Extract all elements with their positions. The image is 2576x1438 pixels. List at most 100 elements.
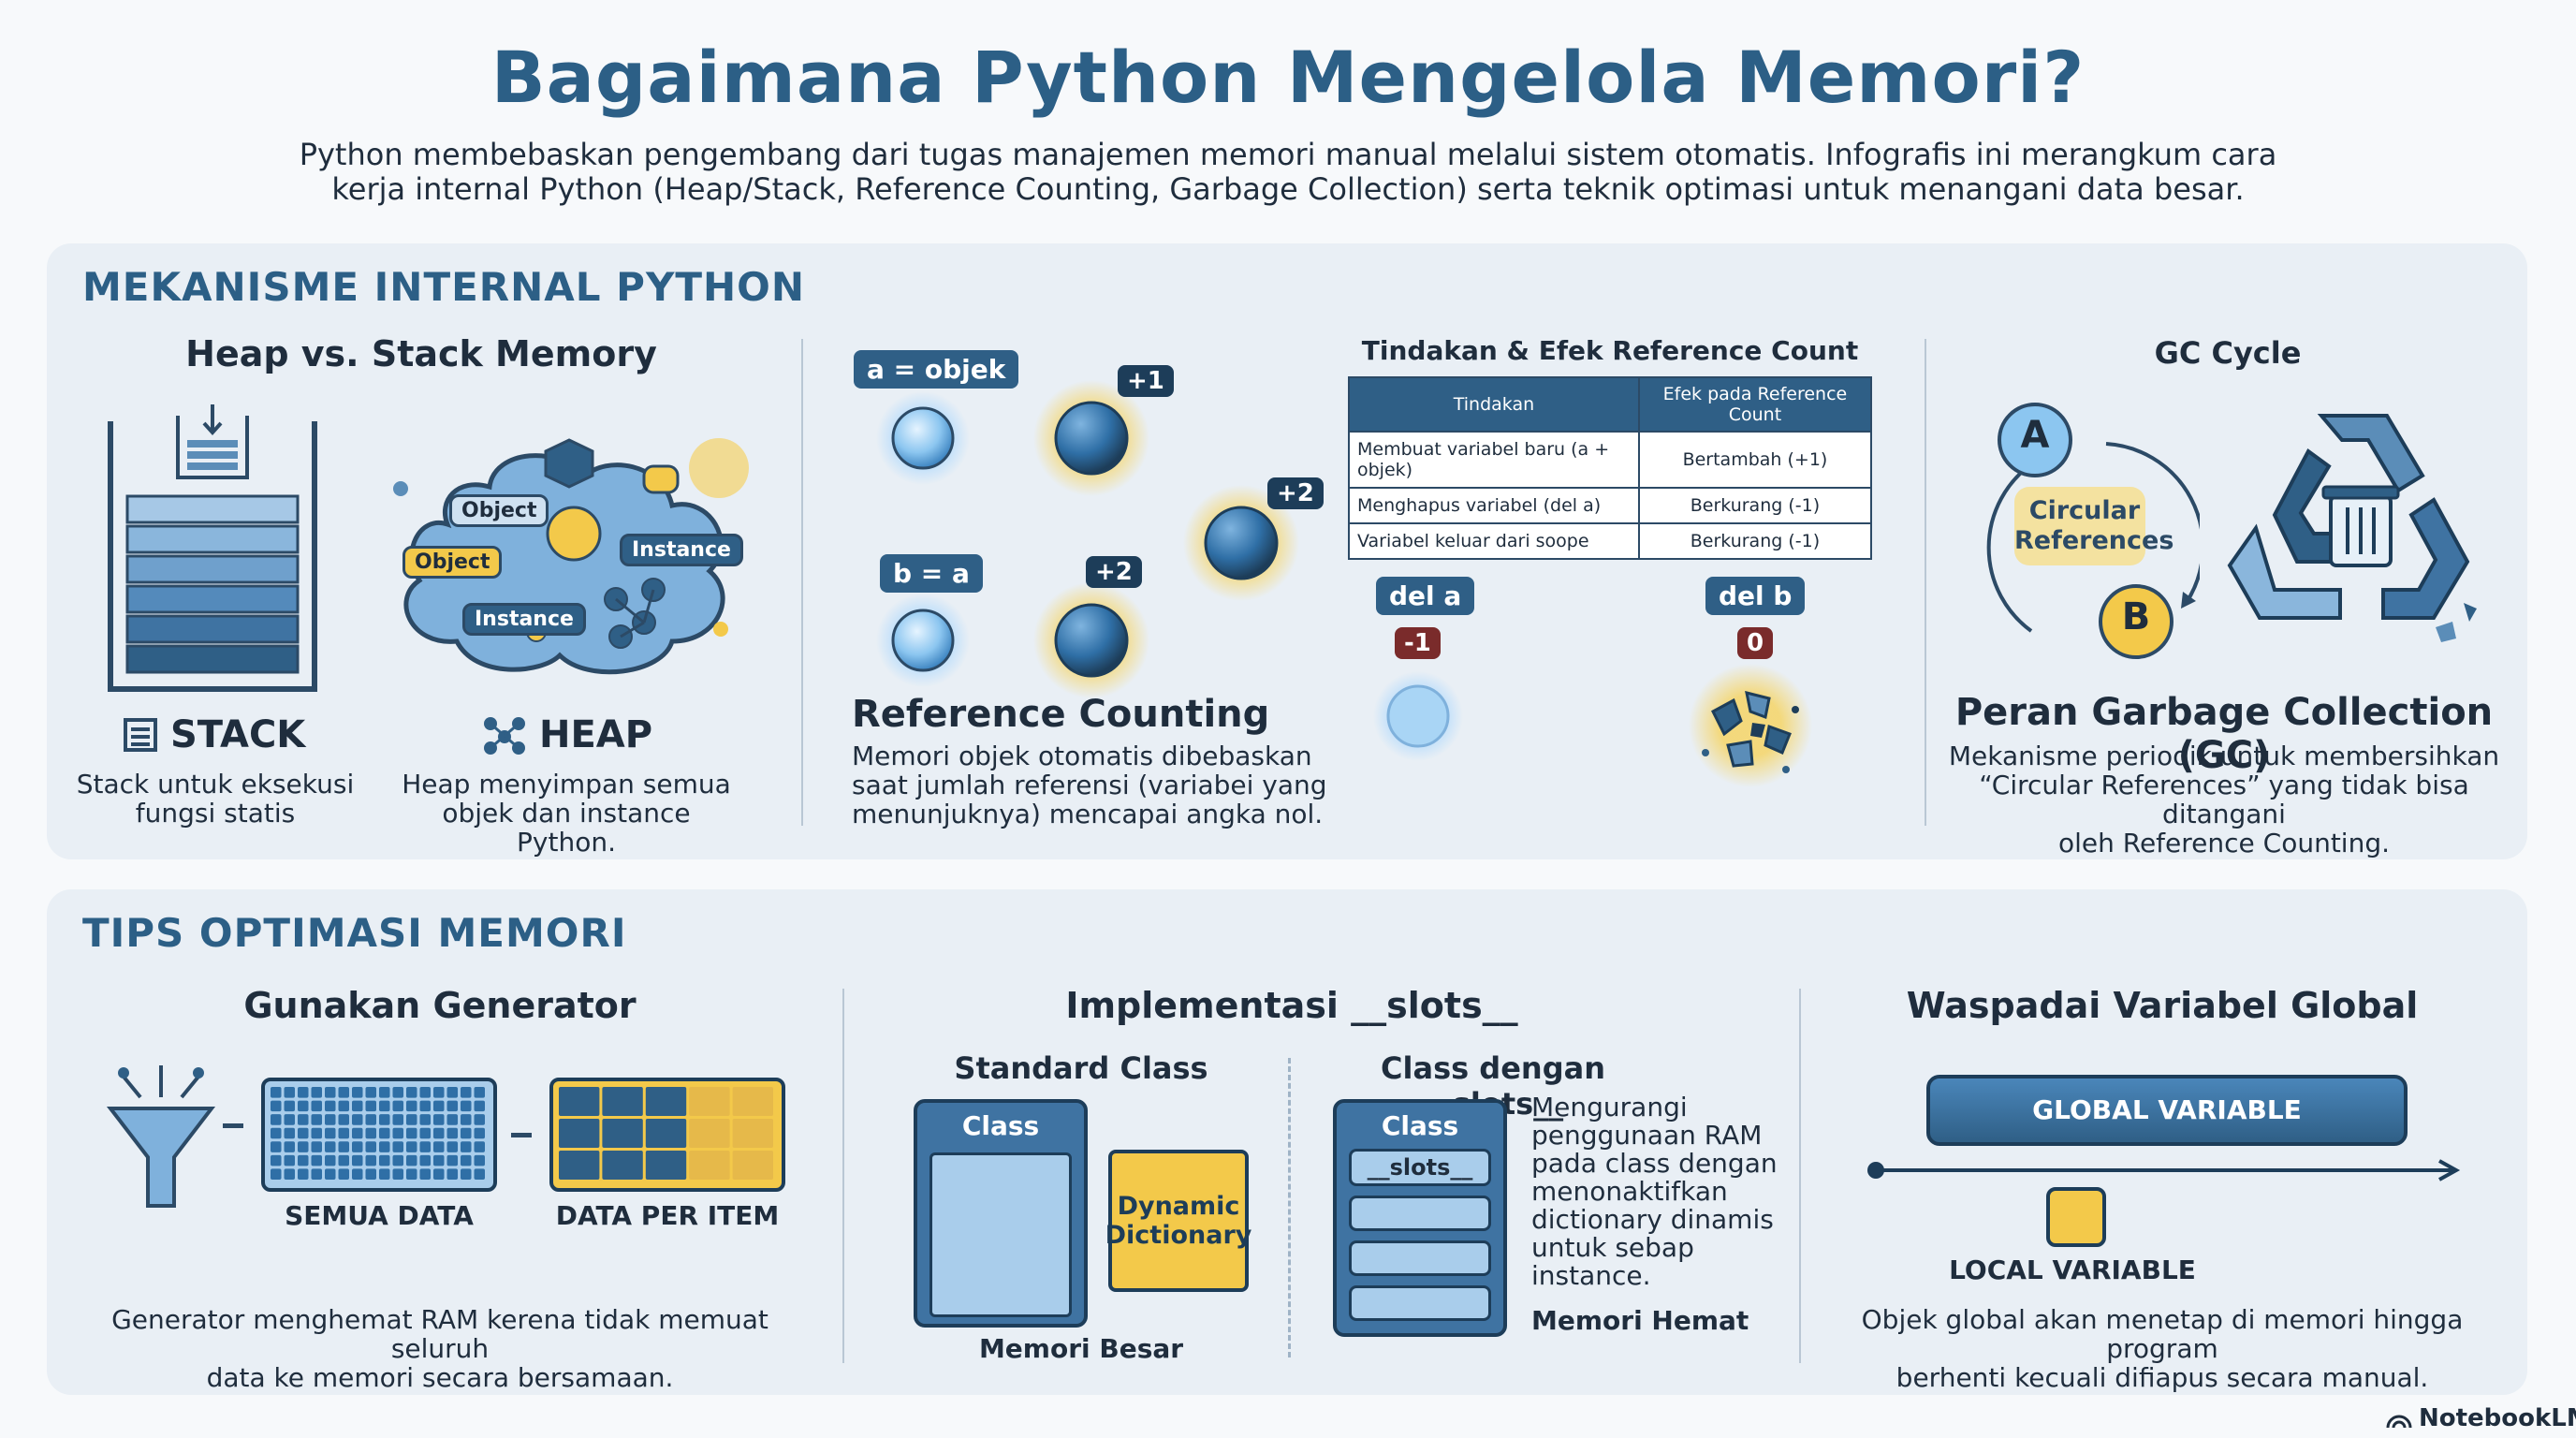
network-icon	[484, 717, 525, 755]
table-cell: Berkurang (-1)	[1637, 487, 1873, 524]
local-variable-label: LOCAL VARIABLE	[1949, 1255, 2196, 1285]
generator-title: Gunakan Generator	[243, 985, 637, 1026]
refcount-desc: Memori objek otomatis dibebaskan saat ju…	[852, 741, 1327, 829]
slots-class-box: Class __slots__	[1333, 1099, 1507, 1337]
slot-row	[1349, 1285, 1491, 1321]
cloud-label-instance-1: Instance	[620, 534, 743, 566]
standard-class-title: Standard Class	[954, 1050, 1208, 1086]
dashed-divider	[1288, 1058, 1291, 1357]
tag-a-objek: a = objek	[854, 350, 1019, 389]
stack-label-text: STACK	[170, 713, 306, 756]
slots-desc-line: menonaktifkan	[1531, 1176, 1728, 1207]
notebooklm-logo-icon	[2386, 1415, 2412, 1429]
dynamic-dictionary-box: Dynamic Dictionary	[1105, 1150, 1252, 1292]
refcount-title: Reference Counting	[852, 693, 1270, 736]
slots-chip: __slots__	[1349, 1149, 1491, 1186]
label-data-per-item: DATA PER ITEM	[555, 1200, 780, 1231]
gc-node-b: B	[2121, 595, 2151, 638]
brand: NotebookLM	[2385, 1404, 2576, 1432]
gc-desc: Mekanisme periodik untuk membersihkan “C…	[1943, 741, 2505, 858]
badge-plus2-b: +2	[1086, 556, 1142, 588]
circular-references-label: Circular References	[2014, 496, 2174, 556]
tag-del-a: del a	[1376, 577, 1475, 615]
divider	[1925, 339, 1926, 826]
global-desc-1: Objek global akan menetap di memori hing…	[1861, 1304, 2464, 1364]
per-item-grid-icon	[549, 1078, 785, 1192]
dynamic-dict-line-2: Dictionary	[1105, 1221, 1252, 1250]
global-desc-2: berhenti kecuali difiapus secara manual.	[1895, 1362, 2429, 1393]
funnel-icon	[106, 1065, 216, 1208]
all-data-grid-icon	[261, 1078, 497, 1192]
memori-hemat-caption: Memori Hemat	[1531, 1305, 1749, 1336]
stack-icon	[124, 718, 157, 752]
badge-zero: 0	[1737, 627, 1774, 659]
heap-desc-1: Heap menyimpan semua	[402, 769, 731, 800]
tag-del-b: del b	[1705, 577, 1806, 615]
cloud-label-object-1: Object	[449, 494, 549, 527]
gc-desc-1: Mekanisme periodik untuk membersihkan	[1948, 741, 2500, 771]
lifetime-arrow	[1867, 1159, 2461, 1181]
table-cell: Menghapus variabel (del a)	[1348, 487, 1640, 524]
slots-desc-line: penggunaan RAM	[1531, 1120, 1763, 1151]
refcount-desc-3: menunjuknya) mencapai angka nol.	[852, 799, 1324, 829]
dynamic-dict-line-1: Dynamic	[1117, 1192, 1240, 1221]
generator-desc-2: data ke memori secara bersamaan.	[206, 1362, 674, 1393]
divider	[842, 989, 844, 1363]
stack-desc-1: Stack untuk eksekusi	[76, 769, 355, 800]
table-header: Efek pada Reference Count	[1637, 376, 1873, 433]
gc-desc-3: oleh Reference Counting.	[2057, 828, 2391, 858]
fading-object-icon	[1373, 671, 1463, 761]
brand-name: NotebookLM	[2419, 1404, 2576, 1432]
refcount-table: Tindakan Efek pada Reference Count Membu…	[1348, 376, 1873, 560]
refcount-illustration	[876, 380, 1299, 698]
local-variable-box	[2046, 1187, 2106, 1247]
slots-desc-line: untuk sebap	[1531, 1232, 1694, 1263]
slots-desc-line: pada class dengan	[1531, 1148, 1778, 1179]
refcount-table-title: Tindakan & Efek Reference Count	[1361, 335, 1859, 366]
intro-line-1: Python membebaskan pengembang dari tugas…	[299, 137, 2277, 172]
table-cell: Variabel keluar dari soope	[1348, 522, 1640, 560]
heap-label-text: HEAP	[539, 713, 653, 756]
gc-cycle-title: GC Cycle	[2154, 335, 2302, 371]
slots-title: Implementasi __slots__	[1065, 985, 1518, 1026]
generator-desc-1: Generator menghemat RAM kerena tidak mem…	[111, 1304, 768, 1364]
table-row: Membuat variabel baru (a + objek) Bertam…	[1348, 431, 1873, 489]
table-cell: Bertambah (+1)	[1637, 431, 1873, 489]
badge-plus1: +1	[1118, 365, 1174, 397]
standard-class-box: Class	[914, 1099, 1088, 1328]
global-desc: Objek global akan menetap di memori hing…	[1825, 1305, 2499, 1392]
standard-class-body	[929, 1152, 1072, 1317]
table-cell: Berkurang (-1)	[1637, 522, 1873, 560]
standard-class-label: Class	[961, 1110, 1040, 1141]
divider	[1799, 989, 1801, 1363]
slots-class-label: Class	[1381, 1110, 1459, 1141]
slots-desc-line: instance.	[1531, 1260, 1651, 1291]
cloud-label-instance-2: Instance	[462, 603, 586, 636]
refcount-desc-1: Memori objek otomatis dibebaskan	[852, 741, 1312, 771]
gc-heading: Peran Garbage Collection (GC)	[1954, 691, 2494, 777]
global-title: Waspadai Variabel Global	[1906, 985, 2419, 1026]
cloud-label-object-2: Object	[402, 546, 503, 579]
internal-section-title: MEKANISME INTERNAL PYTHON	[82, 264, 806, 310]
refcount-desc-2: saat jumlah referensi (variabei yang	[852, 770, 1327, 800]
table-row: Variabel keluar dari soope Berkurang (-1…	[1348, 522, 1873, 560]
heap-desc-2: objek dan instance Python.	[442, 798, 691, 858]
gc-desc-2: “Circular References” yang tidak bisa di…	[1979, 770, 2469, 829]
stack-arrow-icon	[176, 404, 249, 479]
dash	[511, 1133, 532, 1137]
heap-label: HEAP	[481, 713, 652, 756]
circular-line-2: References	[2014, 526, 2174, 555]
stack-label: STACK	[122, 713, 305, 756]
label-all-data: SEMUA DATA	[285, 1200, 474, 1231]
generator-desc: Generator menghemat RAM kerena tidak mem…	[75, 1305, 805, 1392]
gc-node-a: A	[2020, 414, 2050, 457]
memori-besar-caption: Memori Besar	[978, 1333, 1184, 1364]
recycle-trash-icon	[2227, 414, 2477, 642]
global-variable-bar: GLOBAL VARIABLE	[1926, 1075, 2408, 1146]
tips-section-title: TIPS OPTIMASI MEMORI	[82, 910, 627, 956]
badge-plus2-a: +2	[1267, 477, 1324, 509]
gc-cycle-diagram	[1986, 403, 2200, 659]
slot-row	[1349, 1196, 1491, 1231]
stack-illustration	[108, 404, 317, 692]
slot-row	[1349, 1240, 1491, 1276]
